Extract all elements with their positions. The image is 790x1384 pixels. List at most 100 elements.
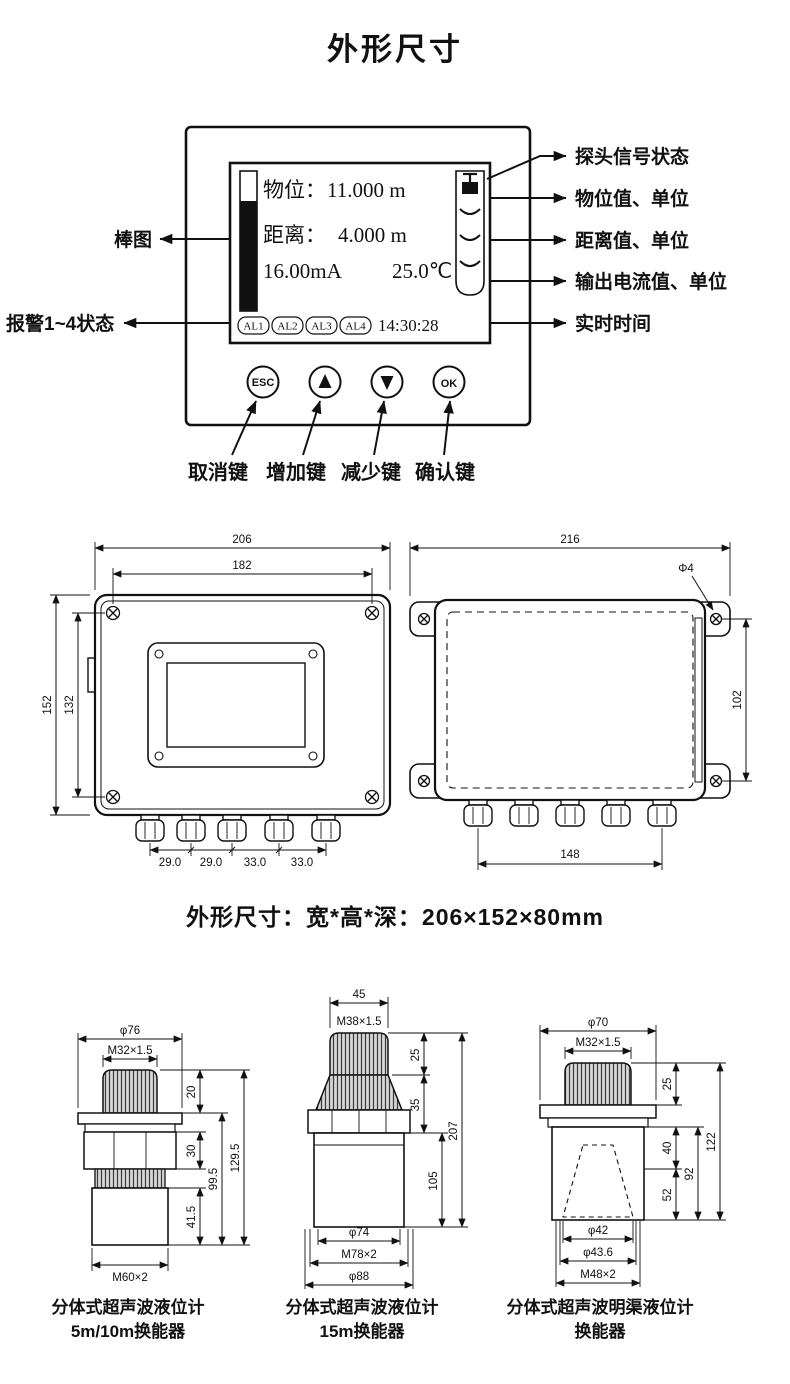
callout-signal: 探头信号状态	[575, 145, 689, 168]
front-dim-height-inner: 132	[64, 695, 76, 714]
down-button	[370, 365, 404, 399]
t1-hex-nut	[83, 1131, 177, 1170]
front-gland-dim-4: 33.0	[291, 857, 313, 869]
t3-body	[551, 1126, 645, 1221]
level-value: 11.000 m	[327, 178, 406, 202]
alarm-al3: AL3	[311, 321, 332, 333]
distance-label: 距离：	[263, 223, 326, 247]
t2-h-total: 207	[448, 1121, 460, 1140]
front-dim-height-outer: 152	[42, 695, 54, 714]
key-label-increase: 增加键	[266, 460, 326, 484]
corner-screws	[105, 605, 380, 805]
t2-knurled-cap	[329, 1032, 389, 1076]
t2-body	[313, 1132, 405, 1228]
page-title: 外形尺寸	[327, 32, 463, 67]
t1-h-total: 129.5	[230, 1144, 242, 1173]
cable-glands-front	[135, 814, 341, 842]
back-body	[433, 598, 707, 802]
back-dimensions: 216 Φ4 102 148	[409, 534, 752, 870]
front-dim-width-outer: 206	[232, 534, 251, 546]
enclosure-drawings: 206 182 152 132 29.0 29.0 33.0 33.0	[42, 534, 752, 870]
t3-h-cap: 25	[662, 1078, 674, 1091]
transducer-drawings: φ76 M32×1.5 20 30 41.5 99.5 129.5 M60×2 …	[52, 989, 726, 1341]
t3-h-upper: 40	[662, 1142, 674, 1155]
t3-thread-top: M32×1.5	[575, 1037, 620, 1049]
back-dim-hole: Φ4	[678, 563, 694, 575]
ok-button: OK	[432, 365, 466, 399]
callout-distance: 距离值、单位	[575, 229, 689, 252]
esc-button: ESC	[246, 365, 280, 399]
t1-h-lower: 99.5	[208, 1168, 220, 1190]
callout-time: 实时时间	[575, 312, 651, 335]
t1-body	[91, 1187, 169, 1246]
front-dim-width-inner: 182	[232, 560, 251, 572]
display-window	[166, 662, 306, 748]
transducer-2: 45 M38×1.5 25 35 105 207 φ74 M78×2 φ88 分…	[286, 989, 468, 1341]
front-gland-dim-1: 29.0	[159, 857, 181, 869]
alarm-al2: AL2	[277, 321, 297, 333]
t3-caption-line2: 换能器	[575, 1321, 627, 1341]
callout-level: 物位值、单位	[575, 187, 689, 210]
bezel-screws	[154, 649, 318, 761]
t2-h-cap: 25	[410, 1049, 422, 1062]
t2-dia-flange: φ88	[349, 1271, 369, 1283]
t1-flange	[77, 1112, 183, 1125]
size-caption: 外形尺寸：宽*高*深：206×152×80mm	[186, 904, 604, 930]
t1-caption-line2: 5m/10m换能器	[71, 1321, 186, 1341]
t1-thread-bottom: M60×2	[112, 1272, 147, 1284]
back-dim-gland-span: 148	[560, 849, 579, 861]
ok-button-label: OK	[441, 378, 458, 390]
back-dim-height: 102	[732, 690, 744, 709]
t2-caption-line1: 分体式超声波液位计	[286, 1297, 439, 1317]
front-dimensions: 206 182 152 132 29.0 29.0 33.0 33.0	[42, 534, 391, 869]
enclosure-front-view	[87, 593, 392, 842]
t3-h-total: 122	[706, 1132, 718, 1151]
level-label: 物位：	[263, 178, 326, 202]
t1-h-cap: 20	[186, 1086, 198, 1099]
probe-signal-icon	[455, 170, 485, 296]
callout-current: 输出电流值、单位	[575, 270, 727, 293]
t2-w-top: 45	[353, 989, 366, 1001]
esc-button-label: ESC	[252, 377, 275, 389]
current-value: 16.00mA	[263, 259, 343, 283]
callout-alarm: 报警1~4状态	[6, 312, 114, 335]
ear-screws	[417, 612, 723, 788]
t3-dia-top: φ70	[588, 1017, 608, 1029]
panel-diagram: 物位： 11.000 m 距离： 4.000 m 16.00mA 25.0℃ A…	[6, 125, 727, 484]
t3-dia-outer: φ43.6	[583, 1247, 613, 1259]
alarm-status-row: AL1 AL2 AL3 AL4 14:30:28	[237, 316, 438, 335]
key-callouts: 取消键 增加键 减少键 确认键	[188, 400, 475, 484]
t3-dia-horn: φ42	[588, 1225, 608, 1237]
t2-h-collar: 35	[410, 1099, 422, 1112]
alarm-al4: AL4	[345, 321, 366, 333]
time-value: 14:30:28	[378, 316, 438, 335]
t1-h-body: 41.5	[186, 1206, 198, 1228]
distance-value: 4.000 m	[338, 223, 407, 247]
key-label-cancel: 取消键	[188, 460, 248, 484]
t2-thread-bottom: M78×2	[341, 1249, 376, 1261]
t2-caption-line2: 15m换能器	[319, 1321, 405, 1341]
lcd-display	[228, 161, 492, 345]
bar-graph	[239, 170, 258, 312]
t1-dia-top: φ76	[120, 1025, 140, 1037]
t3-thread-bottom: M48×2	[580, 1269, 615, 1281]
callout-bar: 棒图	[114, 228, 152, 251]
key-label-confirm: 确认键	[415, 460, 475, 484]
panel-callouts: 探头信号状态 物位值、单位 距离值、单位 输出电流值、单位 实时时间 棒图 报警…	[6, 145, 727, 335]
t3-flange	[539, 1104, 657, 1119]
t3-caption-line1: 分体式超声波明渠液位计	[507, 1297, 694, 1317]
t1-thread-top: M32×1.5	[107, 1045, 152, 1057]
t3-h-body: 92	[684, 1168, 696, 1181]
enclosure-back-view	[409, 598, 731, 827]
transducer-1: φ76 M32×1.5 20 30 41.5 99.5 129.5 M60×2 …	[52, 1025, 250, 1341]
cable-glands-back	[463, 799, 677, 827]
t3-horn-hidden	[562, 1144, 634, 1218]
t1-knurled-cap	[102, 1069, 158, 1114]
t1-knurled-ring	[94, 1168, 166, 1189]
up-button	[308, 365, 342, 399]
front-gland-dim-3: 33.0	[244, 857, 266, 869]
front-gland-dim-2: 29.0	[200, 857, 222, 869]
up-arrow-icon	[318, 374, 332, 388]
transducer-3: φ70 M32×1.5 25 40 52 92 122 φ42 φ43.6	[507, 1017, 726, 1341]
